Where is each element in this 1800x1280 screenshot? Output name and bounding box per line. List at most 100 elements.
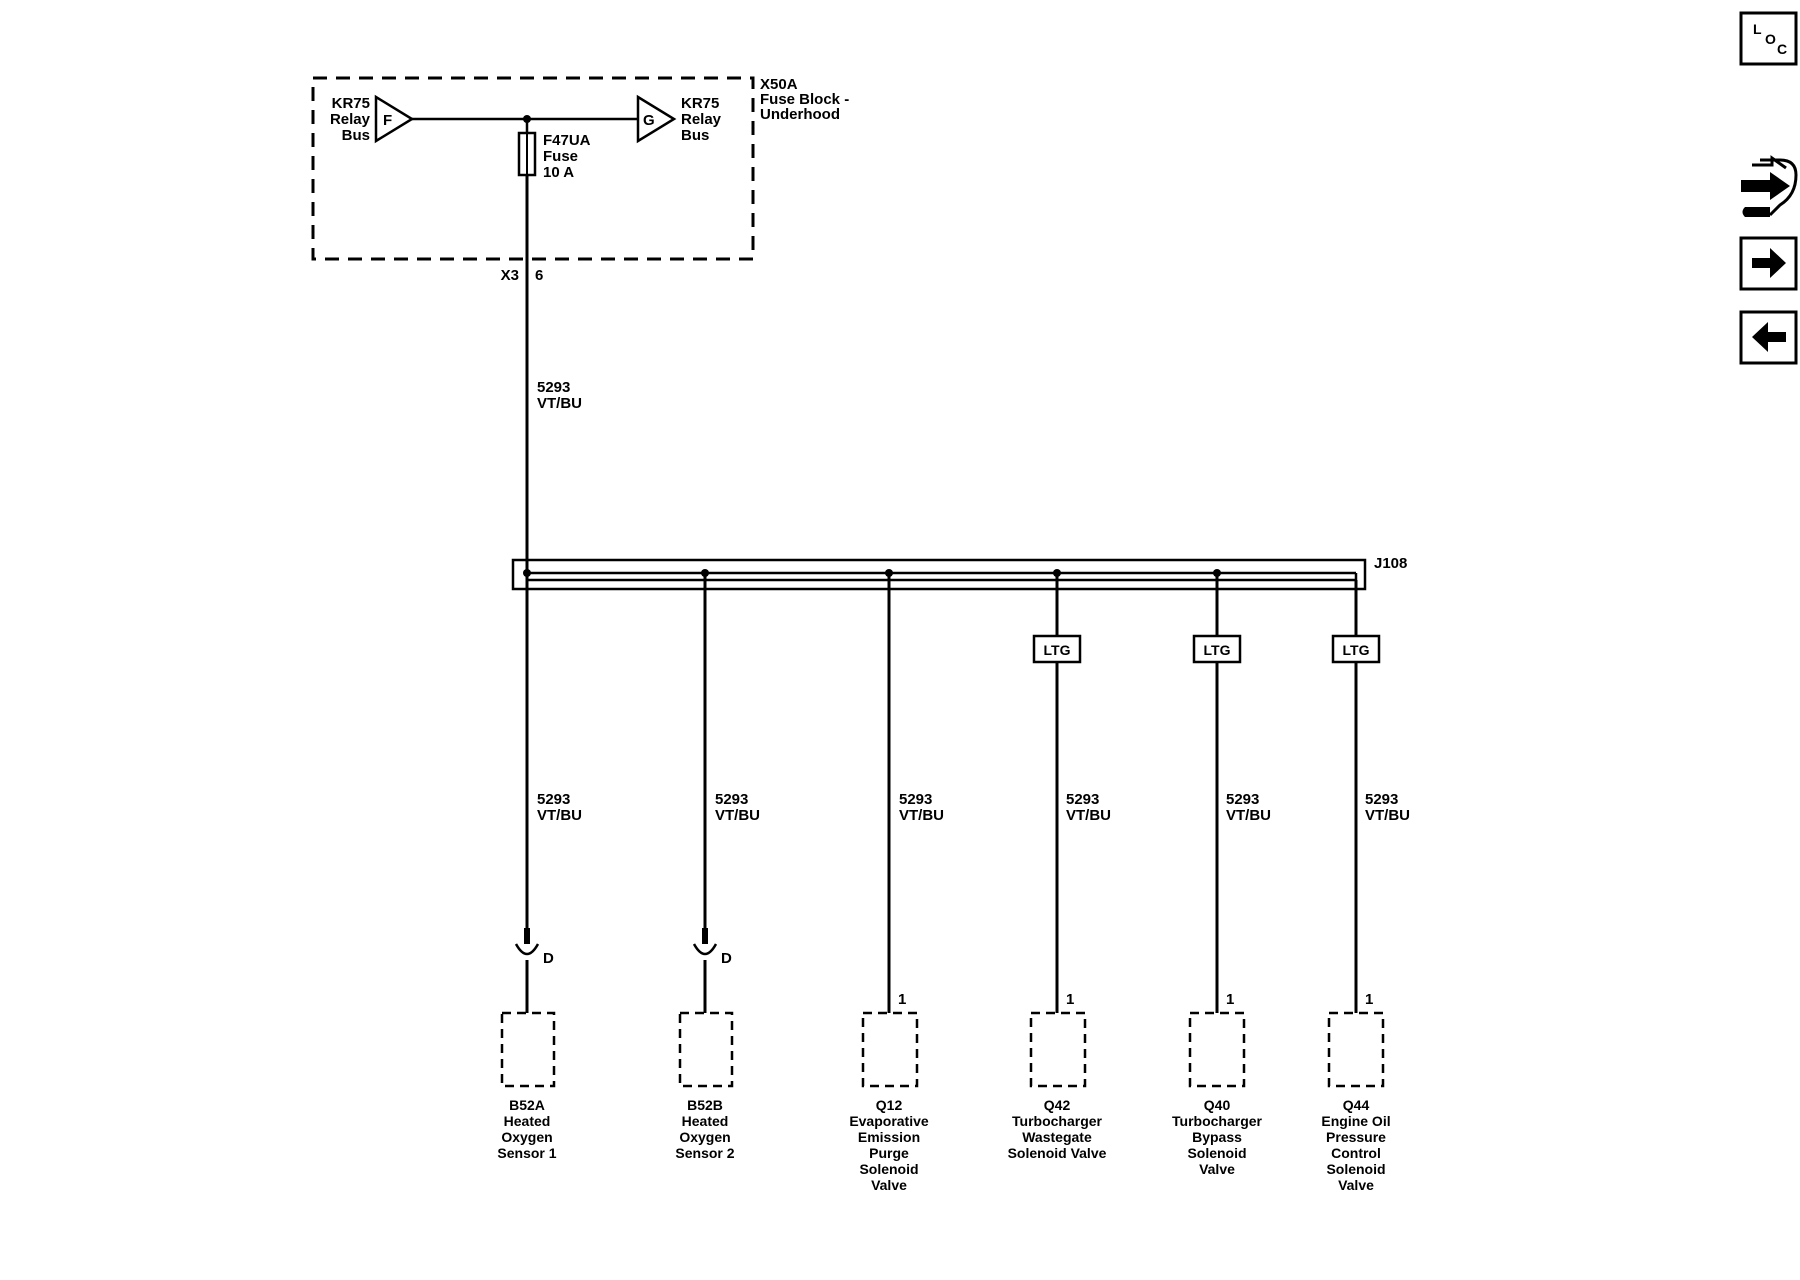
component-line-2: Evaporative [849,1113,929,1129]
component-line-4: Purge [869,1145,909,1161]
connector-id: X3 [501,267,519,284]
component-line-2: Heated [504,1113,551,1129]
location-button[interactable]: L O C [1739,11,1798,66]
splice-pack [511,558,1367,591]
fuse-id: F47UA [543,132,591,149]
component-box [678,1011,734,1088]
connector-wrench-icon [1741,155,1798,217]
right-bus-label-3: Bus [681,127,709,144]
ltg-box [1032,634,1082,664]
component-line-5: Solenoid [1326,1161,1385,1177]
arrow-left-icon [1752,322,1786,352]
right-bus-label-1: KR75 [681,95,719,112]
next-page-button[interactable] [1739,236,1798,291]
branch-color: VT/BU [537,807,582,824]
component-line-4: Solenoid Valve [1008,1145,1107,1161]
branch-pin: 1 [1066,991,1074,1008]
component-line-5: Valve [1199,1161,1235,1177]
branch-color: VT/BU [1226,807,1271,824]
right-bus-pin: G [643,112,655,129]
branch-pin: 1 [1365,991,1373,1008]
component-line-4: Control [1331,1145,1381,1161]
branch-color: VT/BU [1365,807,1410,824]
connector-view-button[interactable] [1741,155,1798,217]
component-line-4: Solenoid [1187,1145,1246,1161]
component-box [1188,1011,1246,1088]
ltg-label: LTG [1343,642,1370,658]
component-line-3: Oxygen [501,1129,552,1145]
branch-pin: 1 [1226,991,1234,1008]
branch-q12: 1 5293 VT/BU Q12 Evaporative Emission Pu… [849,569,944,1193]
left-bus-label-1: KR75 [332,95,370,112]
component-line-3: Emission [858,1129,920,1145]
branch-b52b: D 5293 VT/BU B52B Heated Oxygen Sensor 2 [675,569,760,1161]
inline-connector [692,943,718,956]
component-box [1029,1011,1087,1088]
location-icon-o: O [1765,31,1776,47]
branch-pin: 1 [898,991,906,1008]
left-bus-triangle [374,94,415,144]
branch-color: VT/BU [1066,807,1111,824]
component-line-6: Valve [871,1177,907,1193]
inline-connector-pin [702,928,708,944]
branch-color: VT/BU [899,807,944,824]
component-line-6: Valve [1338,1177,1374,1193]
component-line-2: Turbocharger [1172,1113,1263,1129]
branch-b52a: D 5293 VT/BU B52A Heated Oxygen Sensor 1 [497,569,582,1161]
branch-circuit: 5293 [1066,791,1099,808]
right-bus-label-2: Relay [681,111,722,128]
right-bus-triangle [636,94,677,144]
branch-circuit: 5293 [537,791,570,808]
location-icon-frame [1739,11,1798,66]
component-line-2: Turbocharger [1012,1113,1103,1129]
component-line-3: Bypass [1192,1129,1242,1145]
main-wire-color: VT/BU [537,395,582,412]
fuse-rating: 10 A [543,164,574,181]
fuse-type: Fuse [543,148,578,165]
component-line-2: Heated [682,1113,729,1129]
branch-circuit: 5293 [899,791,932,808]
splice-id: J108 [1374,555,1407,572]
inline-connector-pin [524,928,530,944]
component-line-1: Q42 [1044,1097,1071,1113]
branch-pin: D [721,950,732,967]
ltg-label: LTG [1044,642,1071,658]
left-bus-pin: F [383,112,392,129]
component-line-4: Sensor 1 [497,1145,556,1161]
branch-color: VT/BU [715,807,760,824]
component-box [1327,1011,1385,1088]
branch-q42: LTG 1 5293 VT/BU Q42 Turbocharger Wasteg… [1008,569,1111,1161]
location-icon-c: C [1777,41,1787,57]
branch-circuit: 5293 [1365,791,1398,808]
previous-page-button[interactable] [1739,310,1798,365]
component-line-1: B52B [687,1097,723,1113]
component-line-1: Q12 [876,1097,903,1113]
branch-pin: D [543,950,554,967]
component-line-4: Sensor 2 [675,1145,734,1161]
component-line-1: B52A [509,1097,545,1113]
component-line-1: Q40 [1204,1097,1231,1113]
left-bus-label-3: Bus [342,127,370,144]
component-line-3: Oxygen [679,1129,730,1145]
connector-pin: 6 [535,267,543,284]
branch-q40: LTG 1 5293 VT/BU Q40 Turbocharger Bypass… [1172,569,1271,1177]
branch-q44: LTG 1 5293 VT/BU Q44 Engine Oil Pressure… [1321,580,1410,1193]
fuse-block-outline [311,76,755,261]
component-box [861,1011,919,1088]
fuse-block-name-2: Underhood [760,106,840,123]
arrow-right-icon [1752,248,1786,278]
main-wire-circuit: 5293 [537,379,570,396]
left-bus-label-2: Relay [330,111,371,128]
branch-circuit: 5293 [1226,791,1259,808]
component-line-1: Q44 [1343,1097,1370,1113]
location-icon-l: L [1753,21,1762,37]
component-line-5: Solenoid [859,1161,918,1177]
ltg-box [1192,634,1242,664]
fuse-block-id: X50A [760,76,798,93]
component-box [500,1011,556,1088]
branch-circuit: 5293 [715,791,748,808]
component-line-3: Pressure [1326,1129,1386,1145]
ltg-label: LTG [1204,642,1231,658]
component-line-3: Wastegate [1022,1129,1092,1145]
